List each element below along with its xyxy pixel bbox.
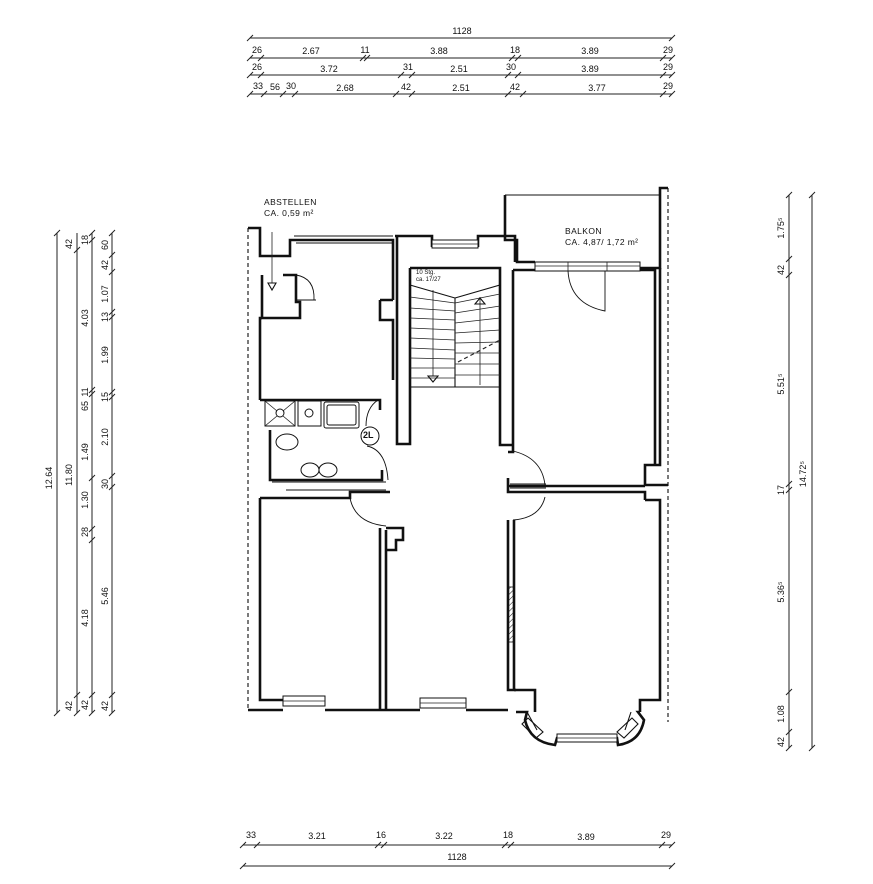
- dim-left-c3: 28: [80, 526, 90, 538]
- dim-left-c3: 1.30: [80, 491, 90, 509]
- dim-bottom: 3.21: [308, 831, 326, 841]
- dim-top-r2: 29: [662, 62, 674, 72]
- dim-left-c3: 4.18: [80, 609, 90, 627]
- storage-title: ABSTELLEN: [264, 197, 317, 207]
- dim-right-c1: 1.08: [776, 705, 786, 723]
- dim-right-c1: 5.51⁵: [776, 373, 786, 395]
- dim-top-r3: 2.51: [452, 83, 470, 93]
- dim-left-c3: 42: [80, 699, 90, 711]
- right-dimension-chain: [785, 191, 816, 752]
- interior-walls: [260, 234, 657, 712]
- dim-top-r2: 3.89: [581, 64, 599, 74]
- dim-top-r3: 56: [269, 82, 281, 92]
- dim-left-c4: 5.46: [100, 587, 110, 605]
- dim-top-r1: 3.89: [581, 46, 599, 56]
- dim-top-r3: 42: [400, 82, 412, 92]
- dim-top-r1: 2.67: [302, 46, 320, 56]
- storage-label: ABSTELLEN CA. 0,59 m²: [264, 197, 317, 219]
- dim-bottom: 33: [245, 830, 257, 840]
- dim-left-c4: 13: [100, 311, 110, 323]
- dim-right-c1: 42: [776, 264, 786, 276]
- left-dimension-chain: [53, 229, 116, 717]
- dim-left-c4: 2.10: [100, 428, 110, 446]
- dim-left-c2: 42: [64, 700, 74, 712]
- dim-top-r2: 3.72: [320, 64, 338, 74]
- stairs-label: 10 Stg. ca. 17/27: [416, 270, 441, 284]
- dim-top-r2: 2.51: [450, 64, 468, 74]
- dim-top-r1: 18: [509, 45, 521, 55]
- dim-right-c1: 5.36⁵: [776, 581, 786, 603]
- stairs-size: ca. 17/27: [416, 277, 441, 283]
- dim-bottom: 18: [502, 830, 514, 840]
- dim-left-c4: 42: [100, 700, 110, 712]
- dim-left-c3: 11: [80, 387, 90, 397]
- balcony-area: CA. 4,87/ 1,72 m²: [565, 237, 639, 247]
- dim-left-c2: 11.80: [64, 464, 74, 486]
- dim-bottom: 16: [375, 830, 387, 840]
- stairs-steps: 10 Stg.: [416, 270, 436, 276]
- dim-left-c4: 1.99: [100, 346, 110, 364]
- dim-left-c3: 4.03: [80, 309, 90, 327]
- dim-bottom: 3.22: [435, 831, 453, 841]
- dim-right-c1: 17: [776, 484, 786, 496]
- fixtures: [264, 400, 380, 478]
- bay-window: [516, 710, 646, 747]
- dim-top-r2: 30: [505, 62, 517, 72]
- dim-top-r2: 31: [402, 62, 414, 72]
- dim-right-total: 14.72⁵: [798, 460, 808, 488]
- dim-left-c4: 42: [100, 259, 110, 271]
- bathroom-tag: 2L: [363, 430, 374, 440]
- dim-top-r3: 3.77: [588, 83, 606, 93]
- dim-top-r2: 26: [251, 62, 263, 72]
- dim-right-c1: 1.75⁵: [776, 217, 786, 239]
- dim-left-c3: 65: [80, 400, 90, 412]
- hatched-wall-segment: [507, 586, 515, 643]
- windows: [282, 239, 641, 709]
- dim-top-r3: 42: [509, 82, 521, 92]
- balcony-label: BALKON CA. 4,87/ 1,72 m²: [565, 226, 638, 248]
- dim-top-r1: 11: [360, 45, 370, 55]
- staircase: [409, 284, 501, 388]
- dim-bottom: 3.89: [577, 832, 595, 842]
- dim-top-r3: 30: [285, 81, 297, 91]
- storage-area: CA. 0,59 m²: [264, 208, 314, 218]
- dim-top-r3: 29: [662, 81, 674, 91]
- dim-top-total: 1128: [452, 26, 472, 36]
- doors: [295, 270, 606, 527]
- dim-left-c3: 1.49: [80, 443, 90, 461]
- dim-left-c3: 18: [80, 234, 90, 246]
- dim-top-r1: 26: [251, 45, 263, 55]
- dim-left-c4: 60: [100, 239, 110, 251]
- dim-top-r3: 2.68: [336, 83, 354, 93]
- dim-top-r3: 33: [252, 81, 264, 91]
- dim-right-c1: 42: [776, 736, 786, 748]
- exterior-walls: [248, 186, 668, 712]
- dim-bottom-total: 1128: [447, 852, 467, 862]
- dim-top-r1: 3.88: [430, 46, 448, 56]
- dim-left-c4: 30: [100, 478, 110, 490]
- dim-left-c4: 1.07: [100, 285, 110, 303]
- dim-left-total: 12.64: [44, 466, 54, 490]
- dim-left-c2: 42: [64, 238, 74, 250]
- dim-top-r1: 29: [662, 45, 674, 55]
- dim-left-c4: 15: [100, 391, 110, 403]
- dim-bottom: 29: [660, 830, 672, 840]
- bottom-dimension-chain: [239, 841, 676, 870]
- top-dimension-chain: [246, 34, 676, 98]
- balcony-title: BALKON: [565, 226, 602, 236]
